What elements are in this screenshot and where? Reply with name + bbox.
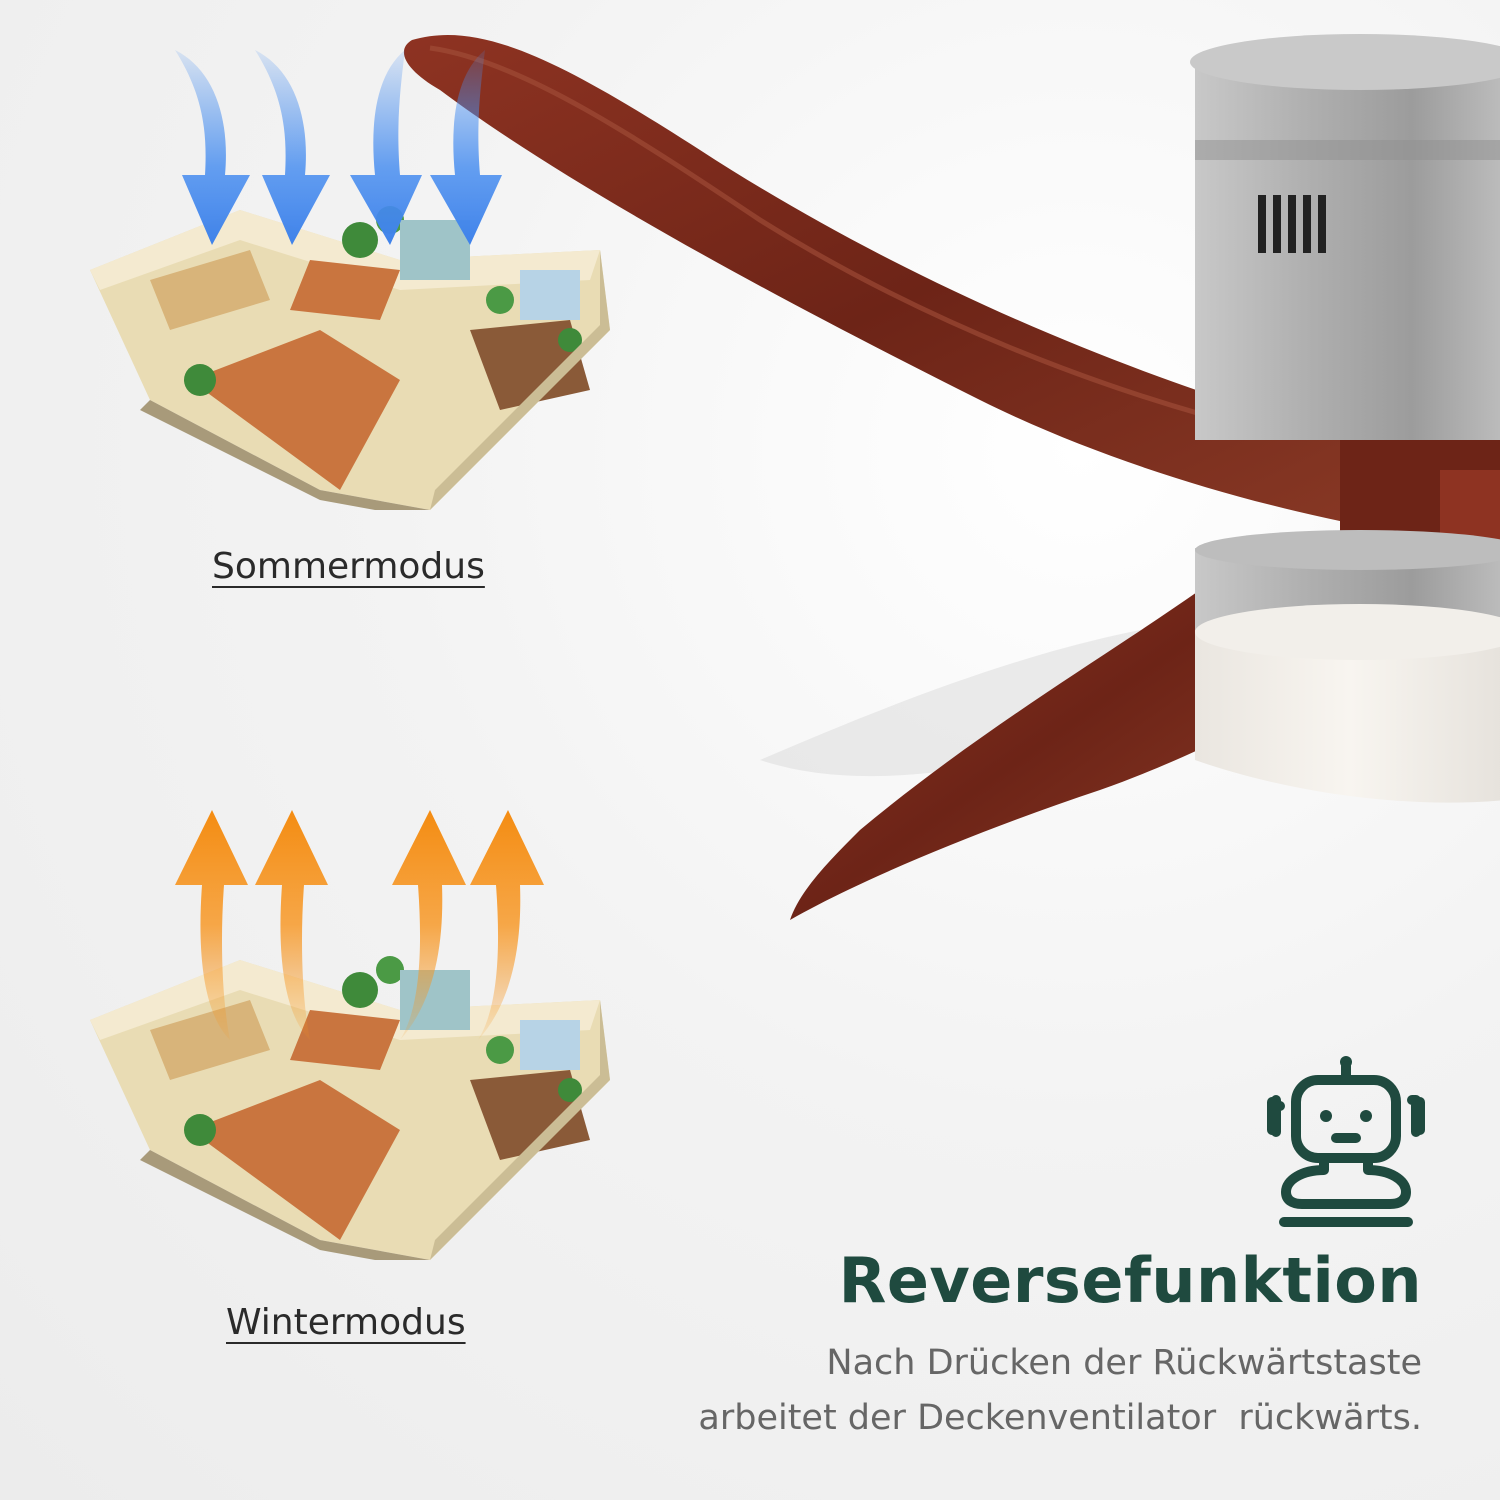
arrow-up-icon	[470, 810, 544, 1040]
arrow-down-icon	[430, 50, 502, 245]
fan-blade-upper	[403, 34, 1450, 541]
winter-airflow-arrows	[175, 810, 544, 1040]
arrow-up-icon	[175, 810, 248, 1040]
winter-mode-label: Wintermodus	[226, 1302, 466, 1343]
arrow-up-icon	[392, 810, 466, 1040]
arrow-down-icon	[350, 50, 422, 245]
arrow-up-icon	[255, 810, 328, 1040]
fan-blade-lower	[790, 590, 1260, 920]
light-cover	[1195, 630, 1500, 803]
feature-description-line: Nach Drücken der Rückwärtstaste	[826, 1343, 1422, 1383]
feature-description-line: arbeitet der Deckenventilator rückwärts.	[698, 1398, 1422, 1438]
house-summer-image	[90, 206, 610, 510]
arrow-down-icon	[255, 50, 330, 245]
motor-housing	[1195, 60, 1500, 440]
summer-mode-label: Sommermodus	[212, 546, 485, 587]
vent-slots	[1258, 195, 1326, 253]
house-winter-image	[90, 956, 610, 1260]
robot-icon	[1267, 1056, 1425, 1227]
feature-description: Nach Drücken der Rückwärtstaste arbeitet…	[602, 1336, 1422, 1446]
summer-airflow-arrows	[175, 50, 502, 245]
feature-title: Reversefunktion	[838, 1244, 1422, 1317]
arrow-down-icon	[175, 50, 250, 245]
